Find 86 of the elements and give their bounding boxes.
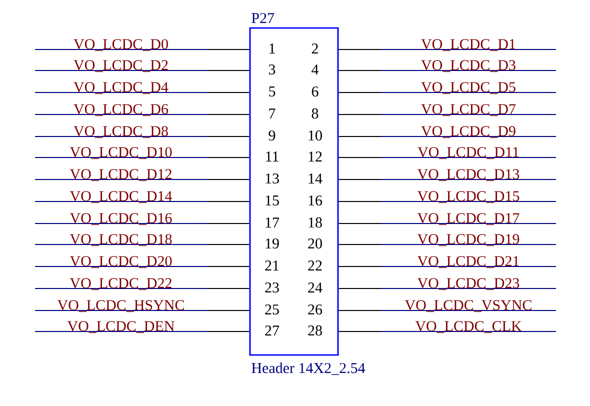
part-label: P27 [252,13,274,23]
pin-number: 27 [265,326,280,336]
pin-number: 28 [308,325,322,336]
pin-number: 9 [268,130,276,141]
net-label: VO_LCDC_D3 [380,60,556,72]
net-label: VO_LCDC_D20 [34,256,208,268]
wire [338,266,382,267]
wire [338,179,382,180]
wire [338,70,382,71]
net-label: VO_LCDC_D8 [34,126,208,138]
pin-number: 13 [266,173,279,184]
net-label: VO_LCDC_D15 [380,191,556,203]
pin-number: 12 [308,152,322,162]
wire [338,244,382,245]
wire [338,201,382,202]
net-label: VO_LCDC_D5 [380,82,556,94]
wire [338,92,382,93]
net-label: VO_LCDC_D22 [34,278,208,290]
net-label: VO_LCDC_D16 [34,213,208,225]
net-label: VO_LCDC_CLK [380,321,556,333]
wire [206,49,250,50]
net-label: VO_LCDC_D21 [380,256,556,268]
pin-number: 6 [312,86,318,97]
pin-number: 10 [308,130,322,141]
net-label: VO_LCDC_HSYNC [34,300,208,312]
pin-number: 2 [312,44,318,54]
wire [338,331,382,332]
net-label: VO_LCDC_D19 [380,234,556,246]
wire [206,288,250,289]
part-caption: Header 14X2_2.54 [252,362,366,375]
net-label: VO_LCDC_D23 [380,278,556,290]
wire [206,266,250,267]
pin-number: 18 [308,217,322,228]
pin-number: 16 [308,195,322,206]
net-label: VO_LCDC_D14 [34,191,208,203]
net-label: VO_LCDC_D7 [380,104,556,116]
wire [206,201,250,202]
pin-number: 22 [308,260,322,270]
wire [338,49,382,50]
wire [338,310,382,311]
net-label: VO_LCDC_D13 [380,169,556,181]
pin-number: 26 [308,304,322,315]
pin-number: 21 [265,260,279,270]
wire [206,136,250,137]
pin-number: 4 [312,64,319,74]
net-label: VO_LCDC_VSYNC [380,300,556,312]
net-label: VO_LCDC_DEN [34,321,208,333]
pin-number: 11 [266,152,278,162]
net-label: VO_LCDC_D2 [34,60,208,72]
wire [206,244,250,245]
pin-number: 14 [308,174,322,184]
wire [206,331,250,332]
wire [206,70,250,71]
pin-number: 1 [270,44,275,54]
net-label: VO_LCDC_D0 [34,39,208,51]
net-label: VO_LCDC_D11 [380,147,556,159]
net-label: VO_LCDC_D4 [34,82,208,94]
net-label: VO_LCDC_D18 [34,234,208,246]
pin-number: 25 [265,304,279,315]
wire [206,92,250,93]
wire [338,223,382,224]
wire [206,114,250,115]
net-label: VO_LCDC_D6 [34,104,208,116]
wire [338,136,382,137]
wire [338,288,382,289]
wire [206,310,250,311]
pin-number: 3 [268,64,276,75]
pin-number: 7 [269,108,276,118]
net-label: VO_LCDC_D12 [34,169,208,181]
pin-number: 15 [266,195,279,206]
net-label: VO_LCDC_D9 [380,126,556,138]
pin-number: 24 [308,282,322,292]
pin-number: 19 [266,238,279,249]
wire [206,223,250,224]
wire [338,114,382,115]
pin-number: 23 [265,282,279,293]
net-label: VO_LCDC_D1 [380,39,556,51]
wire [206,157,250,158]
wire [206,179,250,180]
pin-number: 17 [266,218,280,228]
pin-number: 20 [308,238,322,249]
pin-number: 5 [269,86,276,96]
net-label: VO_LCDC_D10 [34,147,208,159]
net-label: VO_LCDC_D17 [380,213,556,225]
wire [338,157,382,158]
pin-number: 8 [312,108,318,119]
